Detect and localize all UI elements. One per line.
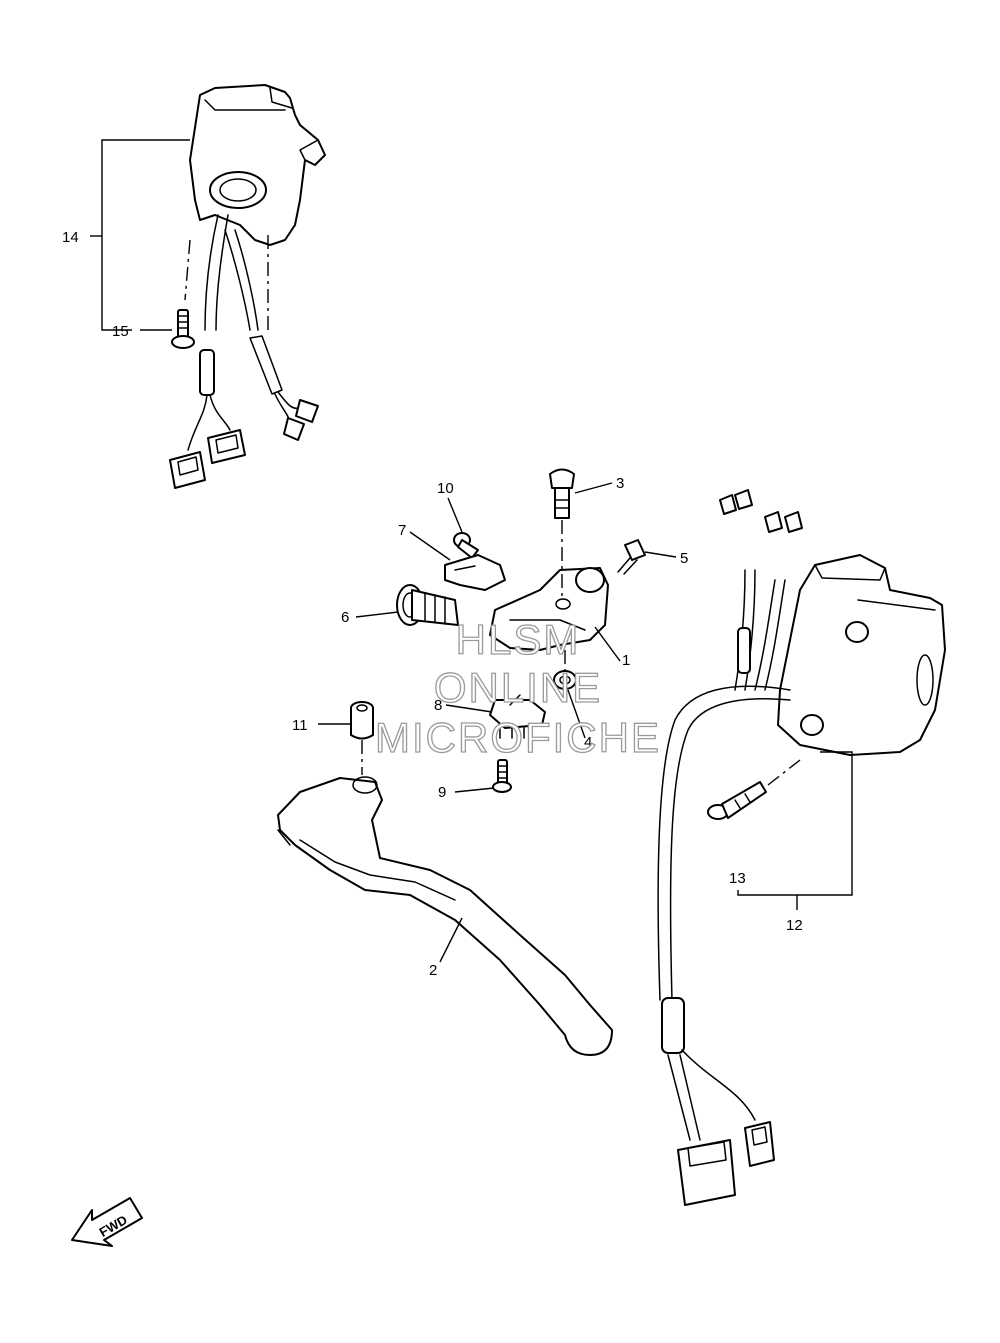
switch-7[interactable]: [444, 554, 506, 591]
fwd-arrow-icon: FWD: [71, 1197, 143, 1247]
callout-14: 14: [62, 229, 79, 246]
callout-15: 15: [112, 323, 129, 340]
right-handlebar-switch[interactable]: [657, 489, 946, 1206]
watermark: HLSM ONLINE MICROFICHE: [374, 615, 661, 761]
screw-10[interactable]: [453, 532, 479, 559]
adjuster-6[interactable]: [396, 584, 459, 626]
callout-10: 10: [437, 480, 454, 497]
clutch-lever-2[interactable]: [277, 776, 613, 1056]
callout-9: 9: [438, 784, 446, 801]
watermark-line-1: HLSM: [456, 616, 581, 663]
lever-holder-1[interactable]: [489, 567, 609, 651]
callout-5: 5: [680, 550, 688, 567]
bolt-3[interactable]: [549, 468, 575, 601]
callout-2: 2: [429, 962, 437, 979]
callout-7: 7: [398, 522, 406, 539]
callout-8: 8: [434, 697, 442, 714]
callout-3: 3: [616, 475, 624, 492]
switch-8[interactable]: [489, 694, 546, 739]
watermark-line-2: ONLINE: [434, 664, 602, 711]
screw-9[interactable]: [492, 759, 512, 793]
callout-1: 1: [622, 652, 630, 669]
callout-11: 11: [292, 717, 308, 734]
screw-13[interactable]: [707, 759, 801, 820]
callout-12: 12: [786, 917, 803, 934]
collar-11[interactable]: [350, 701, 374, 775]
bolt-5[interactable]: [617, 539, 646, 575]
callout-13: 13: [729, 870, 746, 887]
callout-4: 4: [584, 734, 592, 751]
left-handlebar-switch[interactable]: [169, 84, 326, 489]
collar-4[interactable]: [553, 650, 577, 690]
screw-15[interactable]: [171, 309, 195, 349]
watermark-line-3: MICROFICHE: [375, 714, 661, 761]
callout-6: 6: [341, 609, 349, 626]
